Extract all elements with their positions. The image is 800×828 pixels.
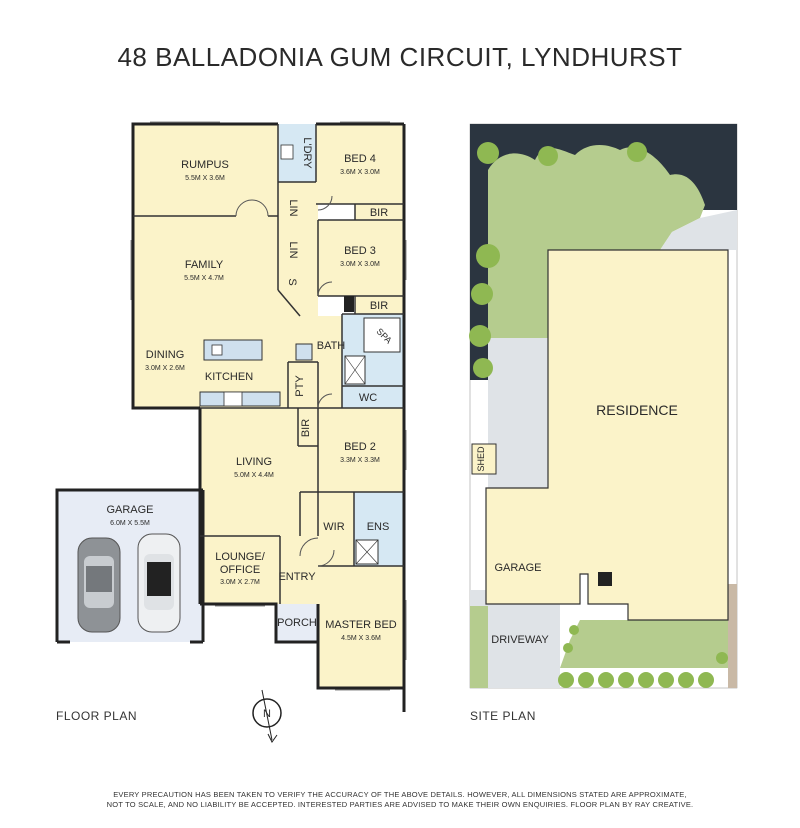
disclaimer-line-1: EVERY PRECAUTION HAS BEEN TAKEN TO VERIF…: [113, 790, 687, 799]
bir3-room: [298, 408, 318, 446]
wir-label: WIR: [323, 521, 344, 533]
bir3-label: BIR: [300, 419, 312, 437]
master-bed-room: [318, 566, 404, 688]
bed3-dim: 3.0M X 3.0M: [340, 261, 380, 268]
pty-label: PTY: [294, 375, 306, 397]
bed4-room: [316, 124, 404, 204]
stove-icon: [223, 391, 243, 407]
car-icon-right: [137, 533, 181, 633]
ldry-sink-icon: [280, 144, 294, 160]
residence-footprint: [485, 249, 729, 621]
bir1-label: BIR: [370, 207, 388, 219]
paving-side-strip: [728, 584, 737, 688]
bed4-dim: 3.6M X 3.0M: [340, 169, 380, 176]
shed-label: SHED: [476, 446, 486, 472]
front-lawn: [560, 620, 728, 668]
lounge-room: [200, 536, 280, 604]
s-label: S: [286, 278, 298, 285]
garage-label: GARAGE: [106, 504, 153, 516]
trees: [469, 142, 728, 688]
lin1-label: LIN: [287, 199, 299, 216]
family-label: FAMILY: [185, 259, 224, 271]
entry-room: [280, 536, 318, 604]
family-dining-kitchen-room: [133, 216, 342, 408]
master-bed-dim: 4.5M X 3.6M: [341, 635, 381, 642]
bir1-room: [355, 204, 404, 220]
floor-plan-caption: FLOOR PLAN: [56, 709, 138, 723]
bed3-label: BED 3: [344, 245, 376, 257]
bed3-room: [318, 220, 404, 296]
family-dim: 5.5M X 4.7M: [184, 275, 224, 282]
room-labels: RUMPUS 5.5M X 3.6M FAMILY 5.5M X 4.7M DI…: [106, 137, 396, 642]
kitchen-sink-icon: [211, 344, 223, 356]
hallway-room: [278, 182, 318, 316]
living-label: LIVING: [236, 456, 272, 468]
wc-room: [342, 386, 404, 408]
rumpus-room: [133, 124, 278, 216]
dining-label: DINING: [146, 349, 185, 361]
kitchen-label: KITCHEN: [205, 371, 253, 383]
porch-label: PORCH: [277, 617, 317, 629]
lounge-dim: 3.0M X 2.7M: [220, 579, 260, 586]
porch-room: [276, 604, 318, 642]
paving-left: [488, 338, 548, 488]
wc-label: WC: [359, 392, 377, 404]
site-garage-label: GARAGE: [494, 562, 541, 574]
dining-dim: 3.0M X 2.6M: [145, 365, 185, 372]
fridge-icon: [295, 343, 313, 361]
floor-plan: RUMPUS 5.5M X 3.6M FAMILY 5.5M X 4.7M DI…: [55, 121, 407, 743]
bed2-room: [318, 408, 404, 492]
doors: [235, 195, 335, 567]
pty-room: [288, 362, 318, 408]
windows: [130, 121, 407, 691]
floor-plan-partitions: [133, 124, 404, 604]
ens-label: ENS: [367, 521, 390, 533]
shed-footprint: [471, 443, 497, 475]
wir-room: [318, 492, 354, 566]
paving-right: [660, 210, 737, 250]
garage-dim: 6.0M X 5.5M: [110, 520, 150, 527]
stair-block: [344, 296, 354, 312]
entry-label: ENTRY: [278, 571, 316, 583]
living-dim: 5.0M X 4.4M: [234, 472, 274, 479]
front-lawn-left: [470, 606, 488, 688]
driveway-label: DRIVEWAY: [491, 634, 549, 646]
rumpus-label: RUMPUS: [181, 159, 229, 171]
disclaimer-line-2: NOT TO SCALE, AND NO LIABILITY BE ACCEPT…: [106, 800, 694, 809]
site-labels: RESIDENCE SHED GARAGE DRIVEWAY: [476, 402, 678, 646]
car-icon-left: [77, 537, 121, 633]
site-plan-caption: SITE PLAN: [470, 709, 536, 723]
lin2-label: LIN: [287, 241, 299, 258]
site-plan: RESIDENCE SHED GARAGE DRIVEWAY: [469, 123, 738, 689]
bed4-label: BED 4: [344, 153, 376, 165]
spa-bath-icon: [363, 317, 401, 353]
ldry-label: L'DRY: [301, 137, 313, 169]
garage-door-icon: [598, 572, 612, 586]
svg-text:N: N: [263, 708, 271, 720]
bir2-label: BIR: [370, 300, 388, 312]
residence-label: RESIDENCE: [596, 402, 678, 418]
bir2-room: [355, 296, 404, 314]
page-title: 48 BALLADONIA GUM CIRCUIT, LYNDHURST: [117, 42, 683, 72]
bed2-dim: 3.3M X 3.3M: [340, 457, 380, 464]
back-lawn: [488, 145, 705, 338]
lounge-label: LOUNGE/: [215, 551, 265, 563]
master-bed-label: MASTER BED: [325, 619, 397, 631]
bed2-label: BED 2: [344, 441, 376, 453]
north-compass-icon: N: [252, 689, 282, 743]
floor-plan-walls: [55, 122, 406, 712]
office-label: OFFICE: [220, 564, 260, 576]
bath-label: BATH: [317, 340, 346, 352]
rumpus-dim: 5.5M X 3.6M: [185, 175, 225, 182]
